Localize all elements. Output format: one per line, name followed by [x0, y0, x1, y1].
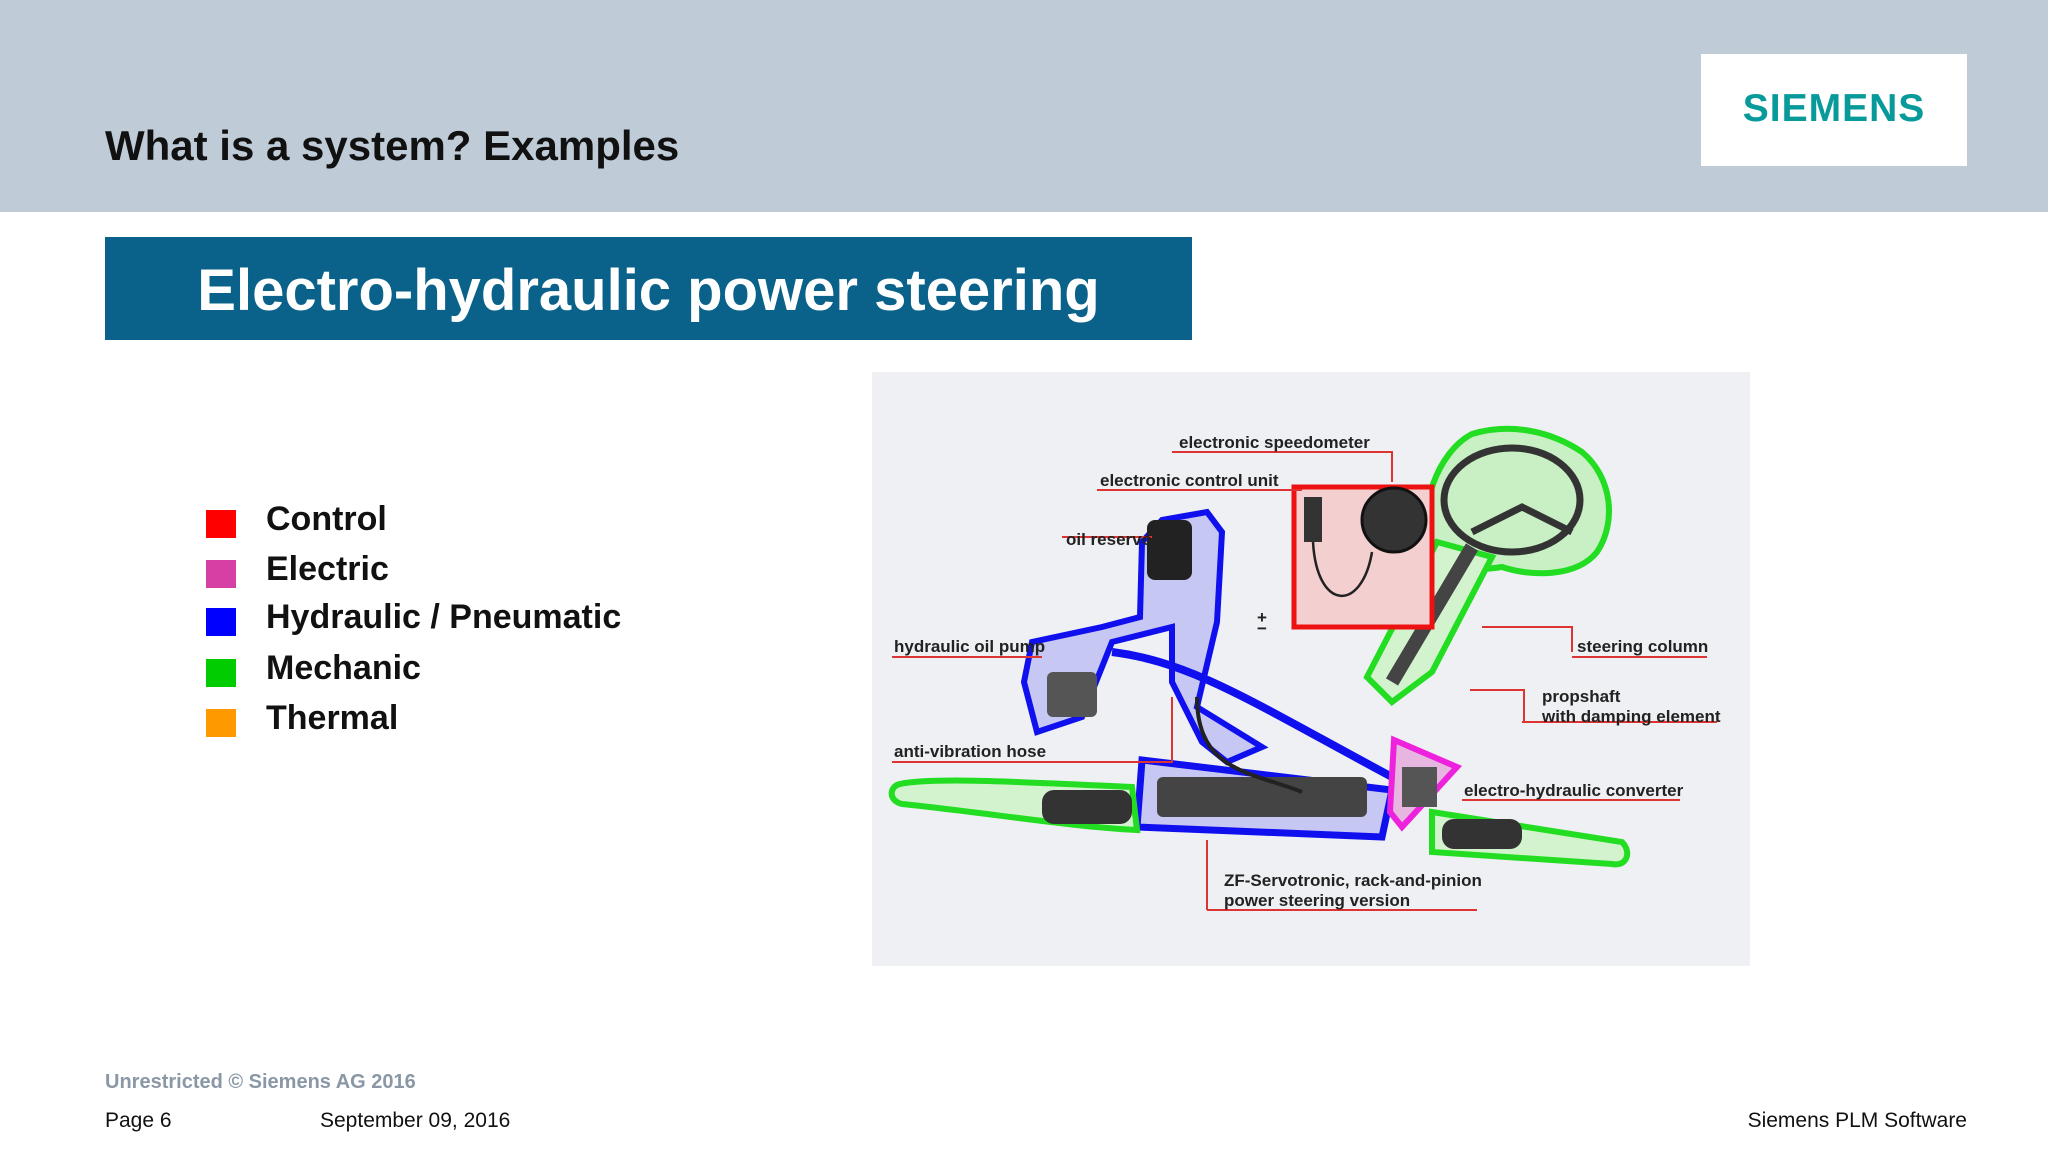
footer-date: September 09, 2016 — [320, 1109, 511, 1132]
label-steering-column: steering column — [1577, 637, 1708, 656]
legend-label: Hydraulic / Pneumatic — [266, 598, 622, 636]
hydraulic-system — [1020, 508, 1397, 841]
battery-minus: − — [1257, 619, 1267, 638]
legend-label: Control — [266, 500, 387, 538]
steering-system-diagram: + − — [872, 372, 1750, 966]
label-oil-reservoir: oil reservoir — [1066, 530, 1164, 549]
battery-plus: + — [1257, 608, 1267, 627]
label-propshaft-2: with damping element — [1541, 707, 1721, 726]
label-speedometer: electronic speedometer — [1179, 433, 1370, 452]
label-servotronic-2: power steering version — [1224, 891, 1410, 910]
legend-label: Electric — [266, 550, 389, 588]
tie-rods — [888, 777, 1631, 868]
section-banner: Electro-hydraulic power steering — [105, 237, 1192, 340]
leader-lines — [892, 451, 1717, 911]
legend-label: Thermal — [266, 699, 399, 737]
page-title: What is a system? Examples — [105, 122, 680, 169]
legend-label: Mechanic — [266, 649, 421, 687]
label-ecu: electronic control unit — [1100, 471, 1279, 490]
control-swatch — [206, 510, 236, 538]
control-unit: + − — [1257, 484, 1435, 638]
footer-page-number: Page 6 — [105, 1109, 172, 1132]
footer-company: Siemens PLM Software — [1747, 1109, 1967, 1132]
mechanic-swatch — [206, 659, 236, 687]
thermal-swatch — [206, 709, 236, 737]
electric-swatch — [206, 560, 236, 588]
label-pump: hydraulic oil pump — [894, 637, 1045, 656]
label-converter: electro-hydraulic converter — [1464, 781, 1684, 800]
label-propshaft: propshaft — [1542, 687, 1621, 706]
siemens-logo: SIEMENS — [1701, 54, 1967, 166]
label-servotronic: ZF-Servotronic, rack-and-pinion — [1224, 871, 1482, 890]
steering-wheel — [1424, 425, 1612, 577]
banner-title: Electro-hydraulic power steering — [197, 258, 1100, 323]
electro-hydraulic-converter — [1386, 735, 1463, 832]
hydraulic-swatch — [206, 608, 236, 636]
logo-text: SIEMENS — [1742, 87, 1926, 130]
diagram-svg: + − — [888, 425, 1721, 911]
label-hose: anti-vibration hose — [894, 742, 1046, 761]
footer-copyright: Unrestricted © Siemens AG 2016 — [105, 1071, 416, 1093]
